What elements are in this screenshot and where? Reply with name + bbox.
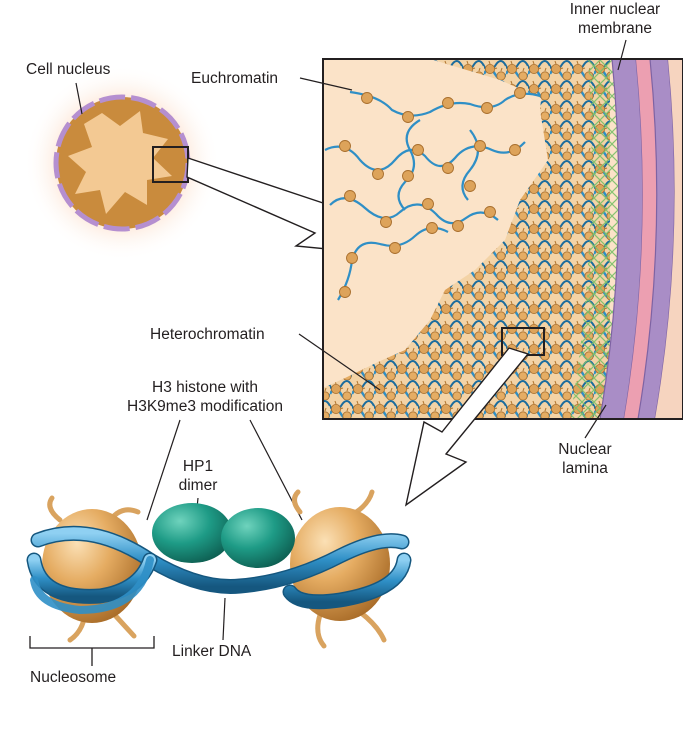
nucleosome-bracket: [29, 636, 155, 666]
label-h3-line2: H3K9me3 modification: [127, 398, 283, 415]
label-h3-line1: H3 histone with: [152, 379, 258, 396]
euchromatin-fibers: [324, 90, 541, 301]
label-nuclear-lamina-line1: Nuclear: [558, 441, 612, 458]
label-heterochromatin: Heterochromatin: [150, 326, 265, 343]
label-inner-nuclear-membrane: Inner nuclear membrane: [546, 0, 683, 38]
label-h3-histone: H3 histone with H3K9me3 modification: [102, 378, 308, 416]
cell-nucleus-illustration: [24, 65, 220, 261]
inner-nuclear-membrane: [599, 59, 644, 419]
label-hp1-line1: HP1: [182, 458, 214, 475]
label-euchromatin: Euchromatin: [191, 70, 279, 87]
label-nuclear-lamina: Nuclear lamina: [552, 440, 618, 478]
euchromatin-nucleosomes: [339, 87, 526, 298]
label-linker-dna: Linker DNA: [172, 643, 252, 660]
label-nuclear-lamina-line2: lamina: [562, 460, 608, 477]
label-inner-membrane-line2: membrane: [577, 20, 653, 37]
hp1-monomer-left: [152, 503, 232, 563]
nucleolus-shape: [68, 111, 172, 214]
label-hp1-dimer: HP1 dimer: [168, 457, 228, 495]
hp1-monomer-right: [221, 508, 295, 568]
label-inner-membrane-line1: Inner nuclear: [569, 1, 661, 18]
label-cell-nucleus: Cell nucleus: [26, 61, 111, 78]
label-nucleosome: Nucleosome: [30, 669, 117, 686]
chromatin-detail-box: [323, 59, 683, 419]
nucleosome-hp1-illustration: [26, 489, 412, 666]
zoom-arrow-2: [404, 347, 530, 507]
label-hp1-line2: dimer: [178, 477, 218, 494]
